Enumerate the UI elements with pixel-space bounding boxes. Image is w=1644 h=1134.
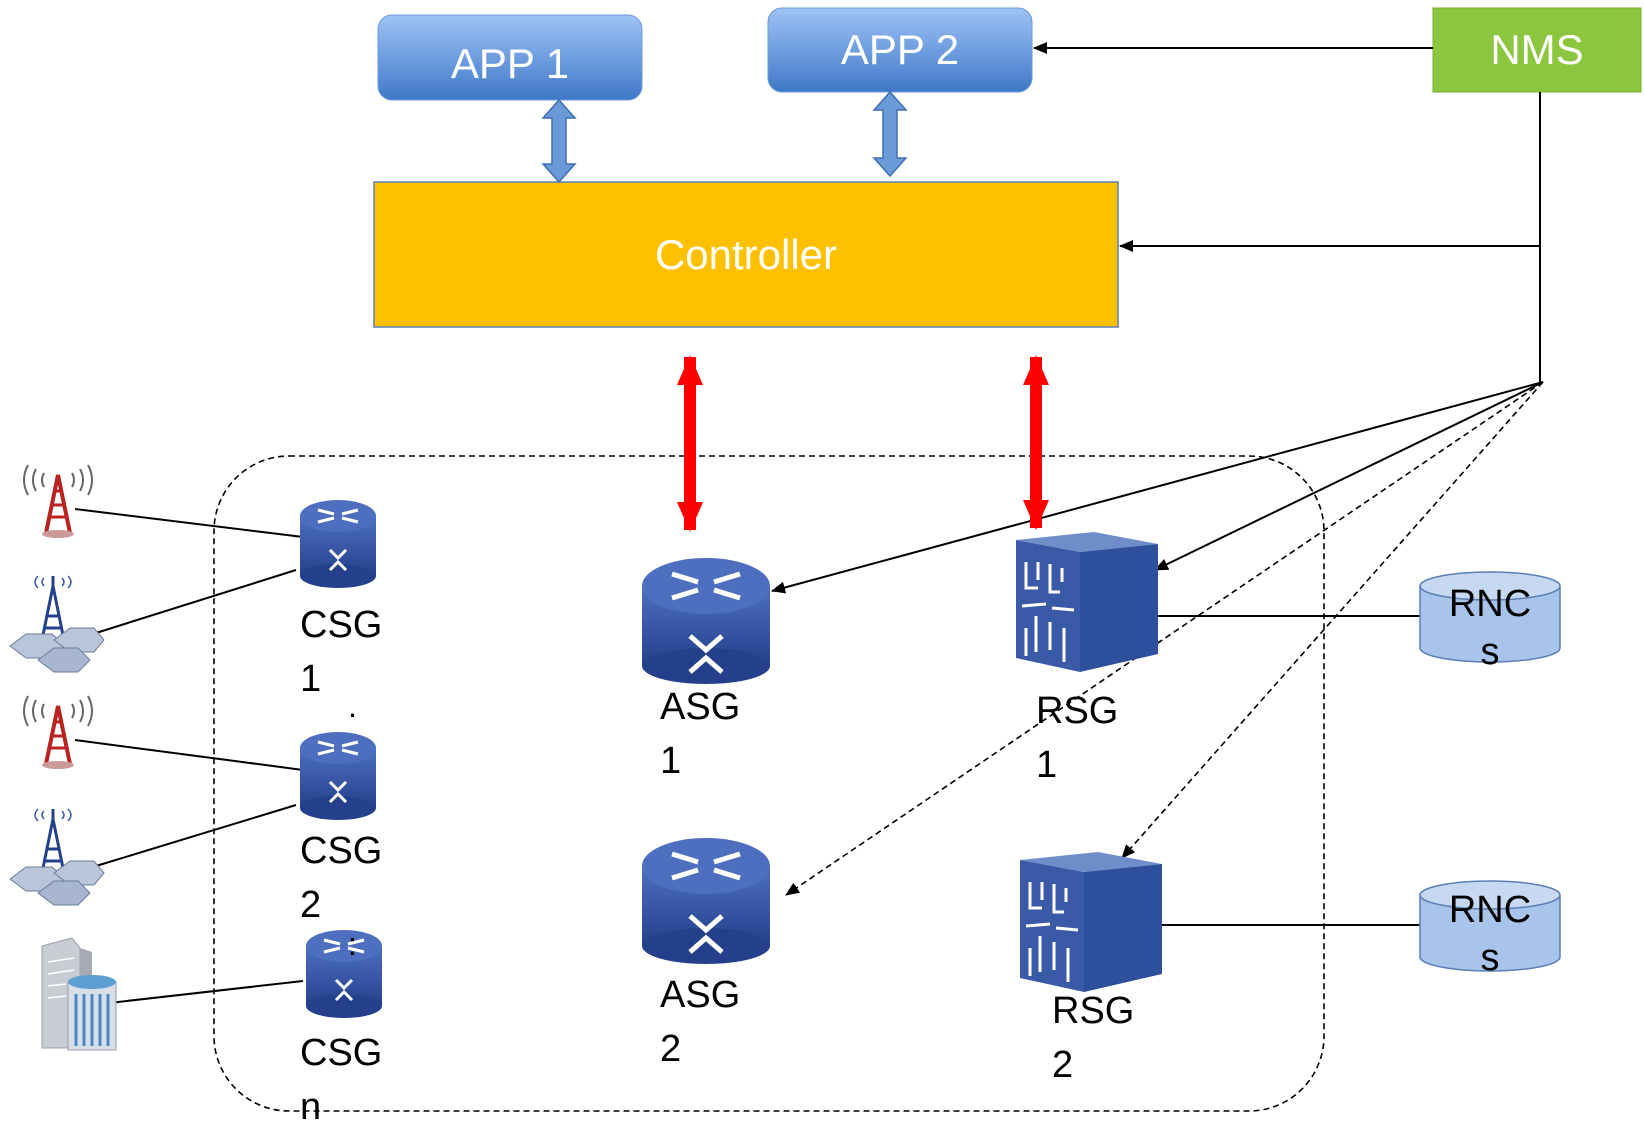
app2-box[interactable] — [767, 7, 1033, 93]
cell-tower-icon — [23, 464, 93, 538]
rsg1-switch-icon[interactable] — [1016, 532, 1158, 672]
rncs2-cylinder-icon[interactable] — [1419, 880, 1561, 972]
csg2-router-icon[interactable] — [300, 732, 376, 820]
app2-label: APP 2 — [840, 26, 960, 73]
rsg1-label: RSG 1 — [1036, 690, 1119, 786]
app2-controller-link — [872, 90, 908, 178]
cell-tower-icon — [23, 695, 93, 769]
nms-dashed-links — [785, 381, 1544, 896]
asg1-router-icon[interactable] — [642, 558, 770, 684]
rncs2-label: RNC s — [1448, 889, 1532, 979]
asg2-router-icon[interactable] — [642, 838, 770, 964]
csg1-router-icon[interactable] — [300, 500, 376, 588]
nms-box[interactable] — [1432, 7, 1642, 93]
controller-box[interactable] — [373, 181, 1119, 328]
app1-box[interactable] — [377, 14, 643, 101]
ellipsis-dot: . — [348, 688, 357, 724]
nms-links — [771, 42, 1544, 594]
rncs1-cylinder-icon[interactable] — [1419, 571, 1561, 663]
asg1-label: ASG 1 — [660, 686, 741, 782]
app1-controller-link — [541, 98, 577, 184]
rsg2-label: RSG 2 — [1052, 990, 1135, 1086]
ellipsis-colon: : — [348, 926, 357, 962]
csgn-label: CSG n — [300, 1032, 383, 1128]
rsg-rnc-links — [1153, 615, 1420, 926]
network-boundary — [213, 455, 1325, 1112]
building-icon — [41, 937, 117, 1051]
rncs1-label: RNC s — [1448, 583, 1532, 673]
asg2-label: ASG 2 — [660, 974, 741, 1070]
base-station-icon — [9, 575, 105, 673]
nms-label: NMS — [1490, 26, 1584, 73]
csgn-router-icon[interactable] — [306, 930, 382, 1018]
csg2-label: CSG 2 — [300, 830, 383, 926]
rsg2-switch-icon[interactable] — [1020, 852, 1162, 992]
app1-label: APP 1 — [450, 40, 570, 87]
base-station-icon — [9, 808, 105, 906]
access-links — [74, 508, 304, 1005]
controller-label: Controller — [654, 230, 838, 278]
csg1-label: CSG 1 — [300, 604, 383, 700]
